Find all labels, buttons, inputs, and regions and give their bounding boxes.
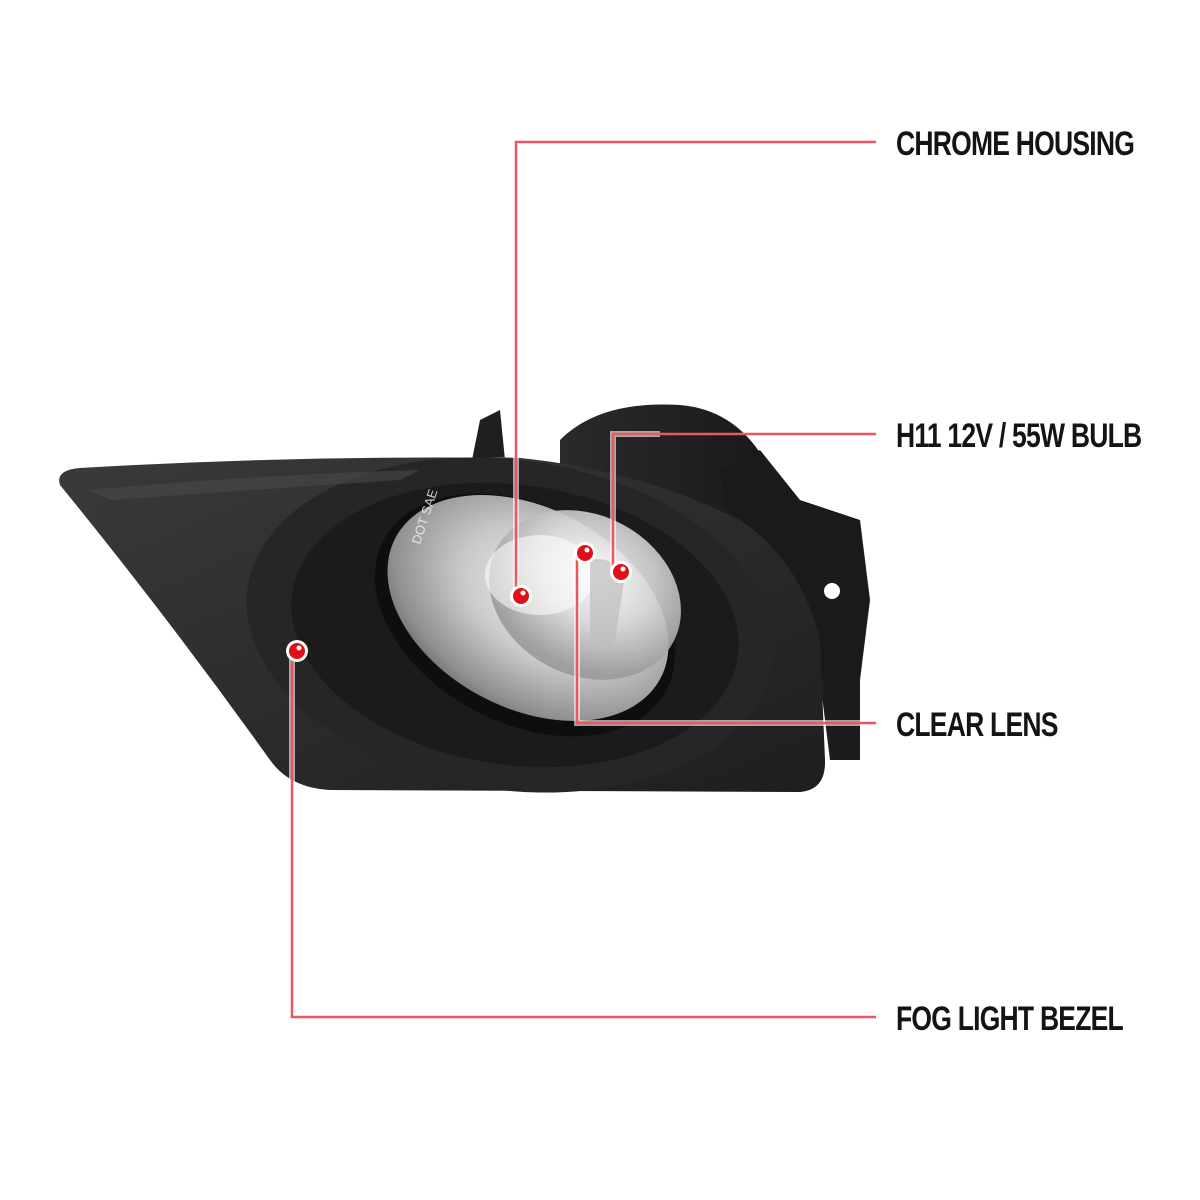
label-chrome-housing: CHROME HOUSING: [896, 125, 1135, 163]
label-clear-lens: CLEAR LENS: [896, 706, 1058, 744]
label-fog-light-bezel: FOG LIGHT BEZEL: [896, 1000, 1124, 1038]
label-bulb: H11 12V / 55W BULB: [896, 417, 1142, 455]
